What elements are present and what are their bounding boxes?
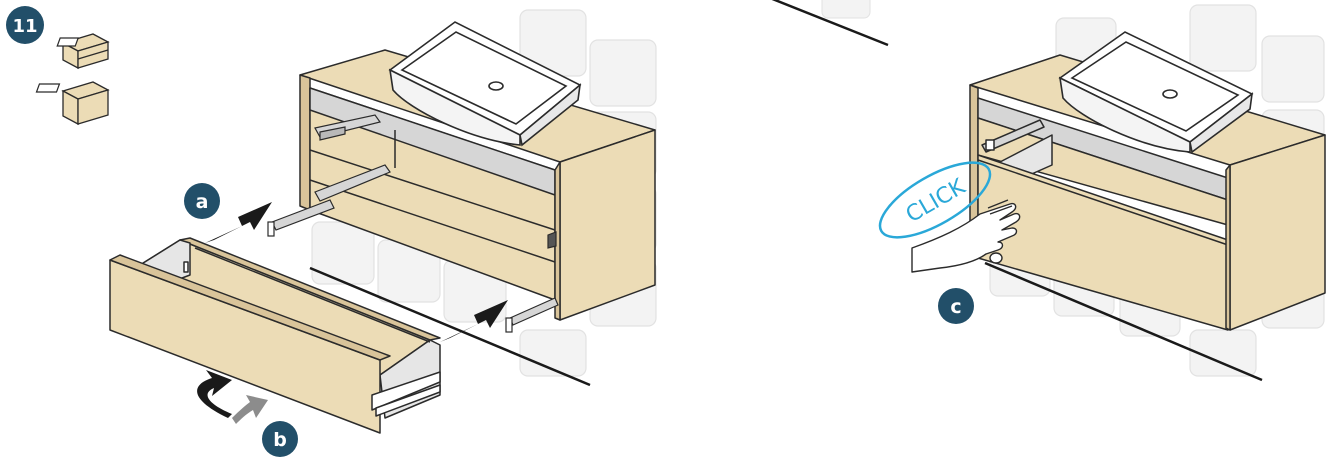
drawer-box — [109, 237, 441, 434]
model-thumbnail-single-drawer — [35, 81, 110, 126]
label-b: b — [273, 429, 287, 451]
click-label: CLICK — [902, 174, 970, 228]
step-number: 11 — [12, 16, 37, 37]
floor-line-left — [309, 266, 591, 387]
vessel-sink-right — [1058, 31, 1254, 154]
label-a: a — [196, 191, 209, 213]
step-number-badge: 11 — [6, 6, 44, 44]
hand-pushing-drawer — [911, 199, 1021, 273]
label-b-badge: b — [262, 421, 298, 457]
label-c-badge: c — [938, 288, 974, 324]
floor-line-right — [984, 261, 1263, 382]
wall-fragment-middle — [771, 0, 889, 47]
insert-arrow-lower — [440, 300, 508, 342]
label-a-badge: a — [184, 183, 220, 219]
drawer-slides-left-cabinet — [267, 114, 559, 333]
model-thumbnail-double-drawer — [56, 33, 110, 70]
label-c: c — [950, 296, 961, 318]
rotate-arrow — [197, 370, 268, 424]
vessel-sink-left — [388, 21, 582, 147]
insert-arrow-upper — [205, 202, 272, 243]
